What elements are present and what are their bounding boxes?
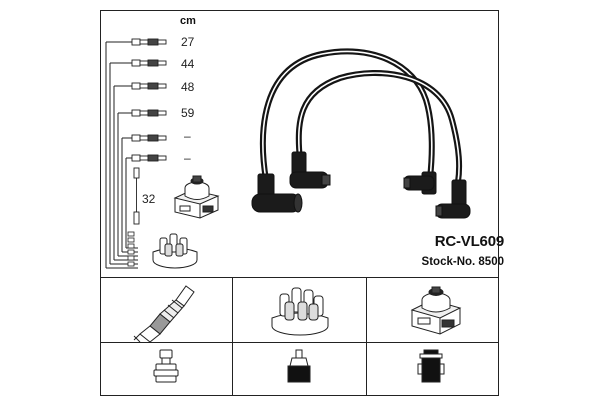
lead-connector-3 <box>131 82 167 90</box>
ignition-coil-icon <box>410 286 462 335</box>
cable-2-inner <box>297 72 460 183</box>
lead-connector-6 <box>131 154 167 162</box>
spark-plug-boot-left <box>251 173 303 213</box>
spark-plug-connector-icon <box>153 349 179 383</box>
lead-connector-4 <box>131 109 167 117</box>
distributor-terminal-icon <box>287 349 311 383</box>
lead-length-4: 59 <box>181 106 195 120</box>
lead-length-1: 27 <box>181 35 195 49</box>
coil-lead <box>133 167 140 225</box>
lead-length-2: 44 <box>181 57 195 71</box>
lead-connector-2 <box>131 59 167 67</box>
lead-connector-1 <box>131 38 167 46</box>
cable-1-inner <box>262 50 433 181</box>
spark-plug-boot-mid <box>289 151 331 189</box>
outer-frame <box>100 10 499 396</box>
product-name: RC-VL609 <box>434 233 504 250</box>
coil-terminal-icon <box>417 349 445 383</box>
distributor-boot-right <box>403 171 437 195</box>
lead-connector-5 <box>131 134 167 142</box>
distributor-cap-icon <box>271 287 329 336</box>
lead-length-5: – <box>184 129 191 143</box>
lead-list-terminals <box>127 231 135 267</box>
unit-label: cm <box>180 15 196 27</box>
lead-connectors <box>131 38 167 162</box>
cable-pair <box>259 48 463 185</box>
distributor-small-icon <box>152 233 198 269</box>
stock-number: Stock-No. 8500 <box>421 256 504 268</box>
coil-small-icon <box>173 175 220 219</box>
lead-length-3: 48 <box>181 80 195 94</box>
cable-boots <box>251 151 471 219</box>
coil-boot-right <box>435 179 471 219</box>
coil-lead-length: 32 <box>142 192 156 206</box>
lead-length-6: – <box>184 151 191 165</box>
cable-2 <box>295 70 463 185</box>
spark-plug-icon <box>133 285 195 343</box>
